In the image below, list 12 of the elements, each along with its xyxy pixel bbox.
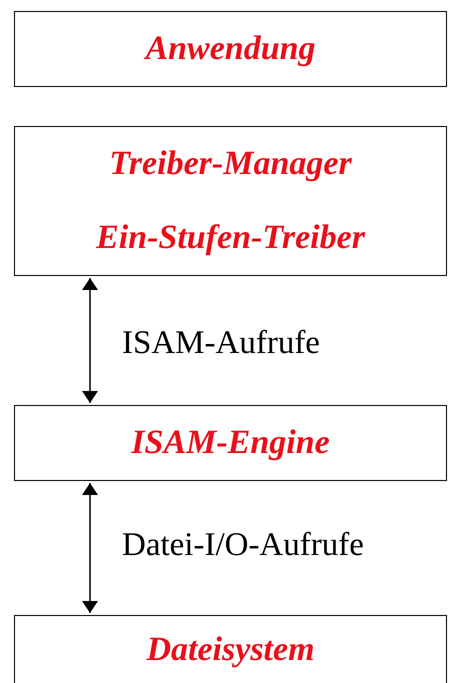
layer-label: ISAM-Engine bbox=[131, 424, 330, 462]
layer-label: Treiber-Manager bbox=[109, 144, 352, 182]
layer-box bbox=[14, 405, 447, 481]
layer-box bbox=[14, 615, 447, 683]
double-arrow bbox=[84, 278, 96, 403]
layer-box bbox=[14, 11, 447, 87]
layer-label: Ein-Stufen-Treiber bbox=[96, 218, 365, 256]
layer-label: Anwendung bbox=[145, 30, 316, 68]
double-arrow bbox=[84, 483, 96, 613]
layer-box bbox=[14, 126, 447, 201]
layer-label: Dateisystem bbox=[146, 630, 315, 668]
layer-box bbox=[14, 200, 447, 276]
